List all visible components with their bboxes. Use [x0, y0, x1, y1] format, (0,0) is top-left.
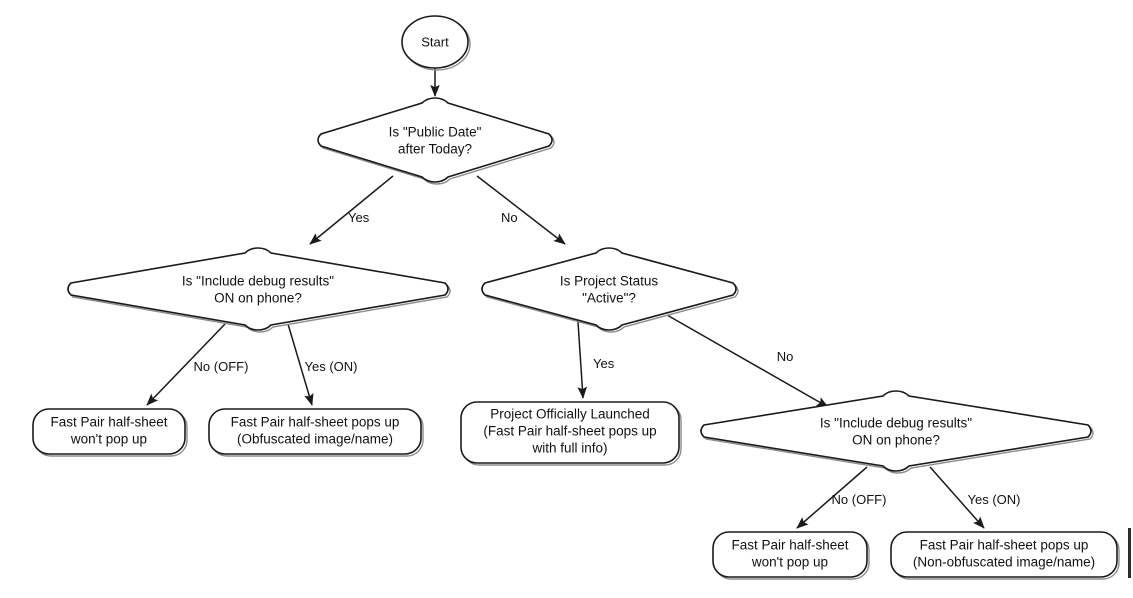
- decision-project-status-line2: "Active"?: [582, 291, 636, 306]
- edge-label-debug-left-yes: Yes (ON): [305, 359, 358, 374]
- decision-public-date-line1: Is "Public Date": [389, 125, 482, 140]
- node-terminal-left-no[interactable]: Fast Pair half-sheet won't pop up: [32, 408, 188, 457]
- edge-debug-left-yes: [287, 323, 314, 406]
- node-decision-project-status[interactable]: Is Project Status "Active"?: [481, 247, 739, 333]
- edge-labels-layer: Yes No No (OFF) Yes (ON) Yes No No (OFF)…: [194, 210, 1021, 507]
- decision-debug-left-line1: Is "Include debug results": [182, 274, 334, 289]
- decision-debug-right-line2: ON on phone?: [852, 433, 940, 448]
- edge-public-date-no: [476, 175, 566, 245]
- decision-public-date-line2: after Today?: [398, 142, 472, 157]
- terminal-left-yes-line1: Fast Pair half-sheet pops up: [231, 415, 400, 430]
- node-terminal-left-yes[interactable]: Fast Pair half-sheet pops up (Obfuscated…: [208, 408, 424, 457]
- edge-label-public-date-yes: Yes: [348, 210, 370, 225]
- edge-debug-left-no: [146, 323, 226, 406]
- edge-label-public-date-no: No: [501, 210, 518, 225]
- start-label: Start: [421, 34, 449, 49]
- terminal-launched-line1: Project Officially Launched: [490, 407, 650, 422]
- edge-debug-right-yes: [929, 466, 985, 529]
- node-start[interactable]: Start: [401, 15, 471, 71]
- terminal-left-no-line1: Fast Pair half-sheet: [50, 415, 167, 430]
- edge-status-no: [666, 314, 829, 408]
- terminal-right-no-box: [712, 531, 868, 578]
- start-ellipse: [401, 15, 469, 69]
- decision-debug-right-diamond: [700, 390, 1092, 472]
- terminal-left-yes-box: [208, 408, 422, 455]
- page-edge-artifact: [1128, 528, 1131, 578]
- decision-project-status-line1: Is Project Status: [560, 274, 659, 289]
- edge-status-yes: [577, 321, 588, 399]
- edge-label-status-no: No: [777, 349, 794, 364]
- terminal-right-yes-line2: (Non-obfuscated image/name): [913, 555, 1095, 570]
- edge-label-debug-right-no: No (OFF): [832, 492, 887, 507]
- terminal-left-no-box: [32, 408, 186, 455]
- terminal-launched-line3: with full info): [531, 441, 607, 456]
- edges-layer: [146, 67, 985, 529]
- edge-label-status-yes: Yes: [593, 356, 615, 371]
- node-terminal-launched[interactable]: Project Officially Launched (Fast Pair h…: [460, 401, 682, 466]
- terminal-right-no-line1: Fast Pair half-sheet: [731, 538, 848, 553]
- node-terminal-right-yes[interactable]: Fast Pair half-sheet pops up (Non-obfusc…: [890, 531, 1120, 580]
- edge-label-debug-left-no: No (OFF): [194, 359, 249, 374]
- node-decision-debug-right[interactable]: Is "Include debug results" ON on phone?: [700, 390, 1094, 474]
- decision-project-status-diamond: [481, 247, 737, 331]
- edge-public-date-yes: [309, 175, 394, 245]
- terminal-left-yes-line2: (Obfuscated image/name): [237, 432, 393, 447]
- decision-public-date-diamond: [317, 97, 553, 183]
- node-decision-public-date[interactable]: Is "Public Date" after Today?: [317, 97, 555, 185]
- terminal-left-no-line2: won't pop up: [70, 432, 147, 447]
- terminal-right-no-line2: won't pop up: [751, 555, 828, 570]
- decision-debug-left-line2: ON on phone?: [214, 291, 302, 306]
- edge-label-debug-right-yes: Yes (ON): [968, 492, 1021, 507]
- terminal-right-yes-line1: Fast Pair half-sheet pops up: [920, 538, 1089, 553]
- decision-debug-right-line1: Is "Include debug results": [820, 416, 972, 431]
- terminal-launched-line2: (Fast Pair half-sheet pops up: [483, 424, 656, 439]
- node-decision-debug-left[interactable]: Is "Include debug results" ON on phone?: [67, 247, 451, 333]
- node-terminal-right-no[interactable]: Fast Pair half-sheet won't pop up: [712, 531, 870, 580]
- edge-debug-right-no: [796, 466, 868, 529]
- terminal-right-yes-box: [890, 531, 1118, 578]
- decision-debug-left-diamond: [67, 247, 449, 331]
- terminal-launched-box: [460, 401, 680, 464]
